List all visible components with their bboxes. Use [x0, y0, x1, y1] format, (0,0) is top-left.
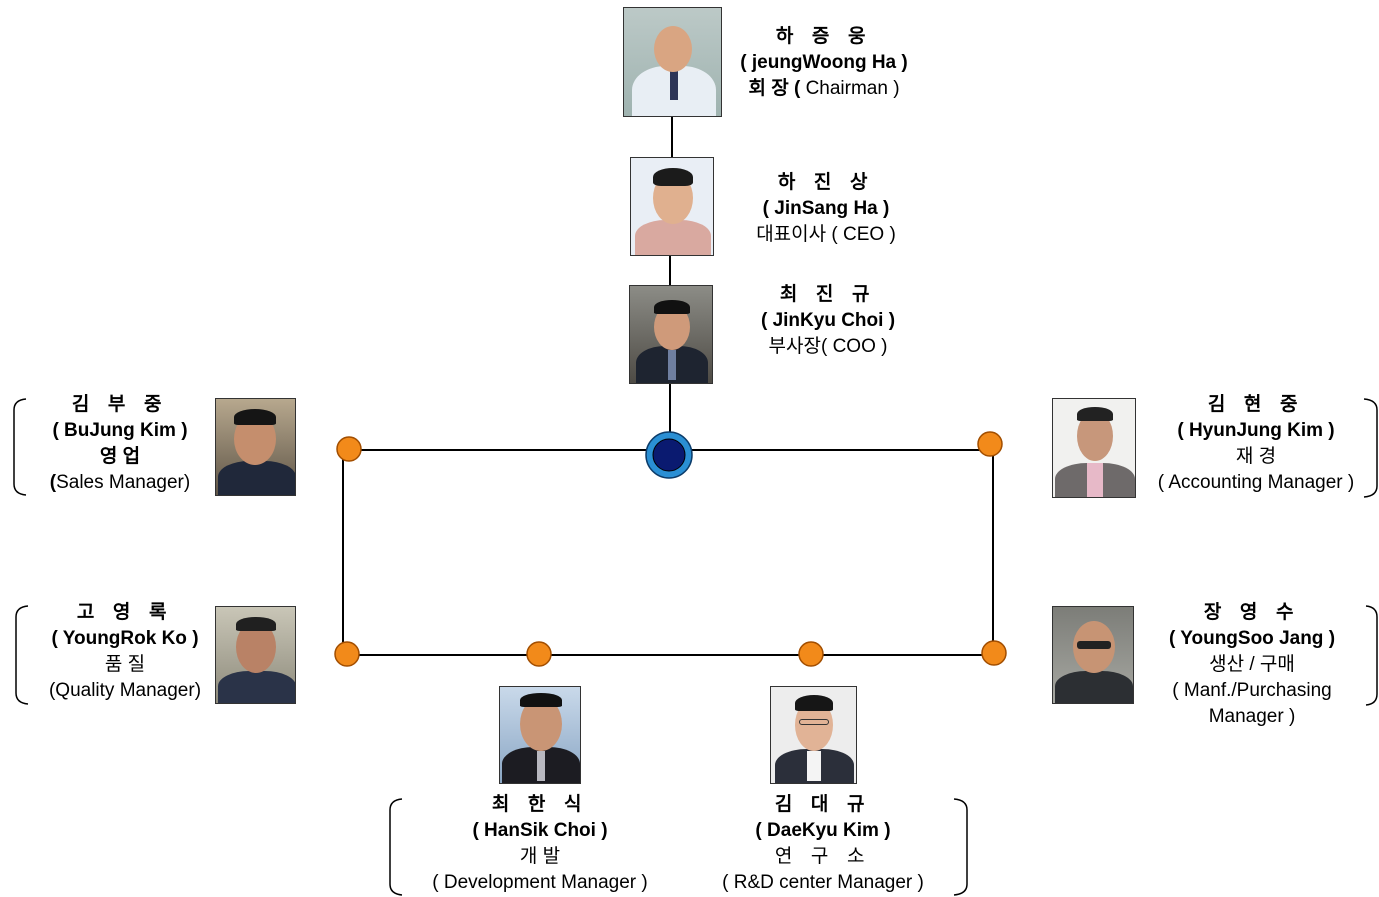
hub-core	[652, 438, 686, 472]
name-en: ( DaeKyu Kim )	[755, 820, 891, 841]
title-en: ( Accounting Manager )	[1157, 472, 1355, 493]
name-en: ( HanSik Choi )	[472, 820, 608, 841]
name-ko: 김 현 중	[1207, 394, 1305, 415]
name-ko: 하 진 상	[777, 172, 875, 193]
title-en: ( Manf./Purchasing	[1172, 680, 1332, 701]
title-en: ( Development Manager )	[432, 872, 648, 893]
photo-development	[499, 686, 581, 784]
photo-chairman	[623, 7, 722, 117]
brackets	[13, 398, 1378, 896]
title: 회 장 ( Chairman )	[748, 78, 900, 99]
bracket-manufacturing-right	[1365, 605, 1378, 706]
label-quality: 고 영 록 ( YoungRok Ko ) 품 질 (Quality Manag…	[30, 600, 220, 704]
photo-ceo	[630, 157, 714, 256]
title-ko: 연 구 소	[774, 846, 872, 867]
title: 부사장( COO )	[768, 336, 888, 357]
bracket-sales-left	[13, 398, 27, 496]
node-bottom-right	[981, 640, 1007, 666]
label-development: 최 한 식 ( HanSik Choi ) 개 발 ( Development …	[410, 792, 670, 896]
title-ko: 품 질	[104, 654, 146, 675]
photo-coo	[629, 285, 713, 384]
title-ko: 생산 / 구매	[1209, 654, 1295, 675]
title-ko: 개 발	[519, 846, 561, 867]
node-bottom-left	[334, 641, 360, 667]
name-ko: 김 대 규	[774, 794, 872, 815]
title-en-2: Manager )	[1208, 706, 1296, 727]
node-top-right	[977, 431, 1003, 457]
bracket-bottom-left	[389, 798, 403, 896]
name-en: ( HyunJung Kim )	[1177, 420, 1335, 441]
label-accounting: 김 현 중 ( HyunJung Kim ) 재 경 ( Accounting …	[1140, 392, 1372, 496]
photo-manufacturing	[1052, 606, 1134, 704]
label-ceo: 하 진 상 ( JinSang Ha ) 대표이사 ( CEO )	[736, 170, 916, 248]
name-ko: 김 부 중	[71, 394, 169, 415]
title-en: (Sales Manager)	[49, 472, 191, 493]
node-bottom-rnd	[798, 641, 824, 667]
label-rnd: 김 대 규 ( DaeKyu Kim ) 연 구 소 ( R&D center …	[700, 792, 946, 896]
center-hub	[645, 431, 693, 479]
photo-rnd	[770, 686, 857, 784]
orange-nodes	[334, 431, 1007, 667]
name-ko: 최 한 식	[491, 794, 589, 815]
title-en: ( R&D center Manager )	[722, 872, 924, 893]
title-ko: 재 경	[1235, 446, 1277, 467]
name-en: ( JinKyu Choi )	[760, 310, 896, 331]
bracket-quality-left	[15, 605, 29, 705]
name-en: ( YoungRok Ko )	[51, 628, 199, 649]
node-top-left	[336, 436, 362, 462]
name-ko: 하 증 웅	[775, 26, 873, 47]
name-en: ( JinSang Ha )	[762, 198, 890, 219]
photo-accounting	[1052, 398, 1136, 498]
node-bottom-dev	[526, 641, 552, 667]
title-ko: 영 업	[99, 446, 141, 467]
name-en: ( YoungSoo Jang )	[1168, 628, 1336, 649]
title: 대표이사 ( CEO )	[756, 224, 896, 245]
bracket-bottom-right	[953, 798, 968, 896]
photo-quality	[215, 606, 296, 704]
name-ko: 장 영 수	[1203, 602, 1301, 623]
label-sales: 김 부 중 ( BuJung Kim ) 영 업 (Sales Manager)	[30, 392, 210, 496]
name-en: ( jeungWoong Ha )	[740, 52, 908, 73]
photo-sales	[215, 398, 296, 496]
label-manufacturing: 장 영 수 ( YoungSoo Jang ) 생산 / 구매 ( Manf./…	[1140, 600, 1364, 730]
bracket-accounting-right	[1363, 398, 1378, 498]
name-ko: 고 영 록	[76, 602, 174, 623]
name-en: ( BuJung Kim )	[52, 420, 188, 441]
title-en: (Quality Manager)	[48, 680, 202, 701]
name-ko: 최 진 규	[779, 284, 877, 305]
label-coo: 최 진 규 ( JinKyu Choi ) 부사장( COO )	[738, 282, 918, 360]
label-chairman: 하 증 웅 ( jeungWoong Ha ) 회 장 ( Chairman )	[722, 24, 926, 102]
